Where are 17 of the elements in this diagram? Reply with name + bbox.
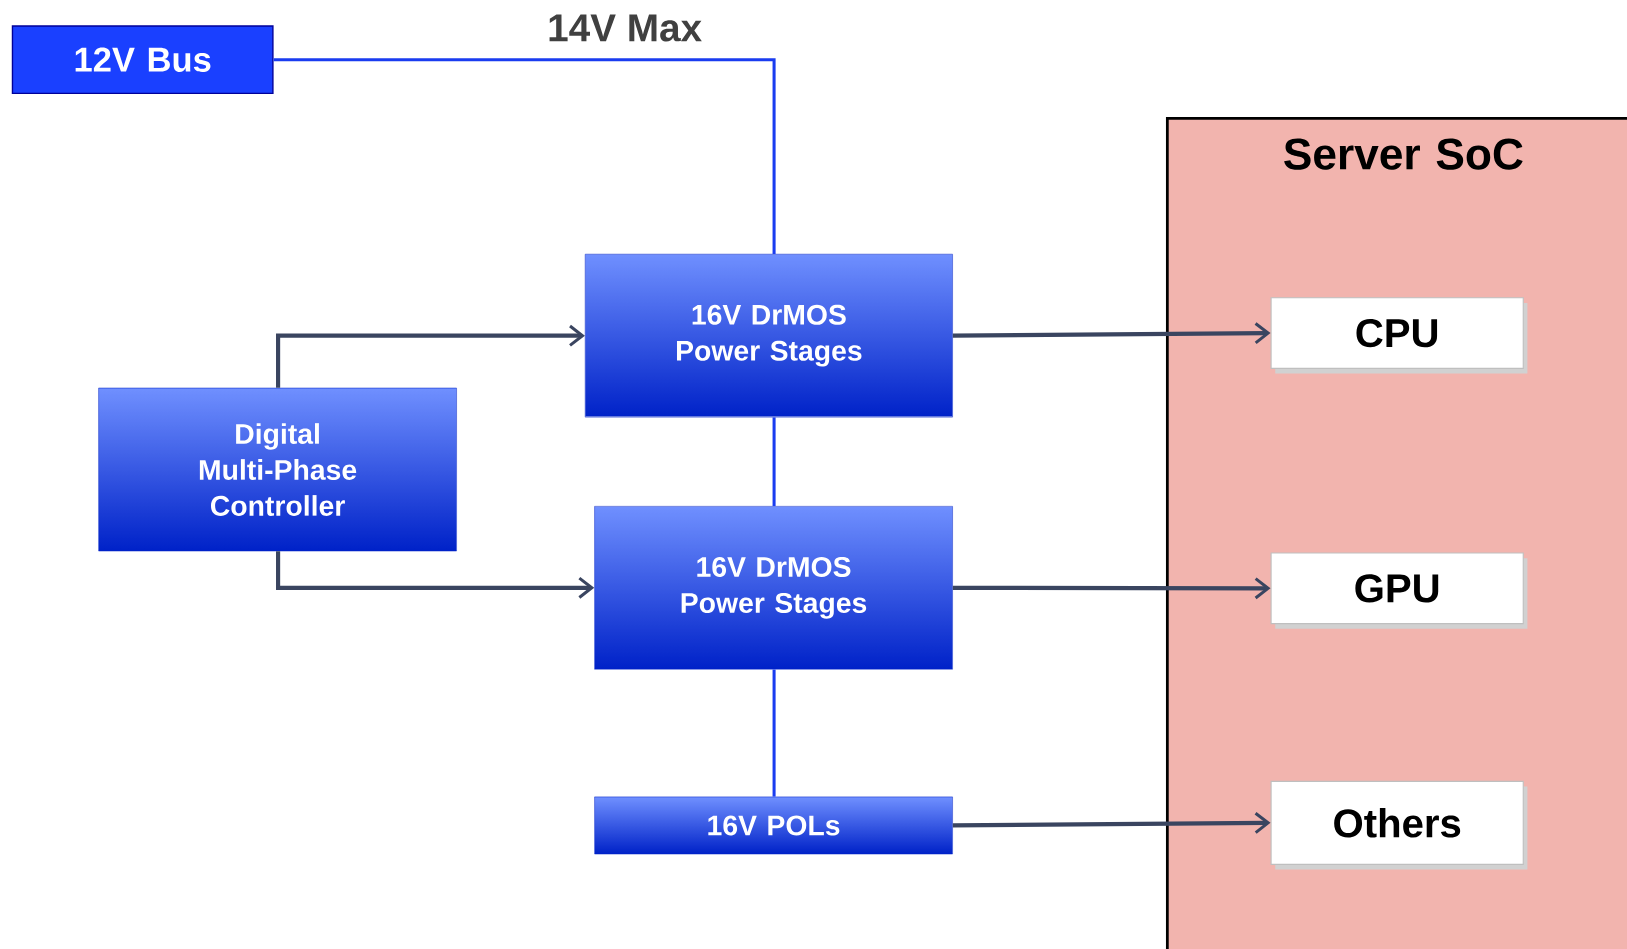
connector bbox=[273, 57, 776, 254]
bus-box: 12V Bus bbox=[11, 25, 274, 94]
connector bbox=[772, 417, 776, 506]
power-stage-box: 16V DrMOS Power Stages bbox=[584, 253, 953, 418]
power-stage-box: 16V POLs bbox=[594, 796, 953, 855]
edge-label: 14V Max bbox=[549, 14, 702, 42]
connector bbox=[772, 669, 776, 797]
connector bbox=[952, 577, 1271, 599]
connector bbox=[276, 551, 595, 599]
power-stage-box: 16V DrMOS Power Stages bbox=[594, 505, 953, 670]
load-box: Others bbox=[1270, 780, 1528, 870]
connector bbox=[276, 324, 585, 388]
connector bbox=[952, 322, 1271, 344]
load-box: CPU bbox=[1270, 297, 1528, 374]
load-box: GPU bbox=[1270, 552, 1528, 629]
connector bbox=[952, 811, 1271, 834]
power-stage-box: Digital Multi-Phase Controller bbox=[98, 387, 457, 552]
